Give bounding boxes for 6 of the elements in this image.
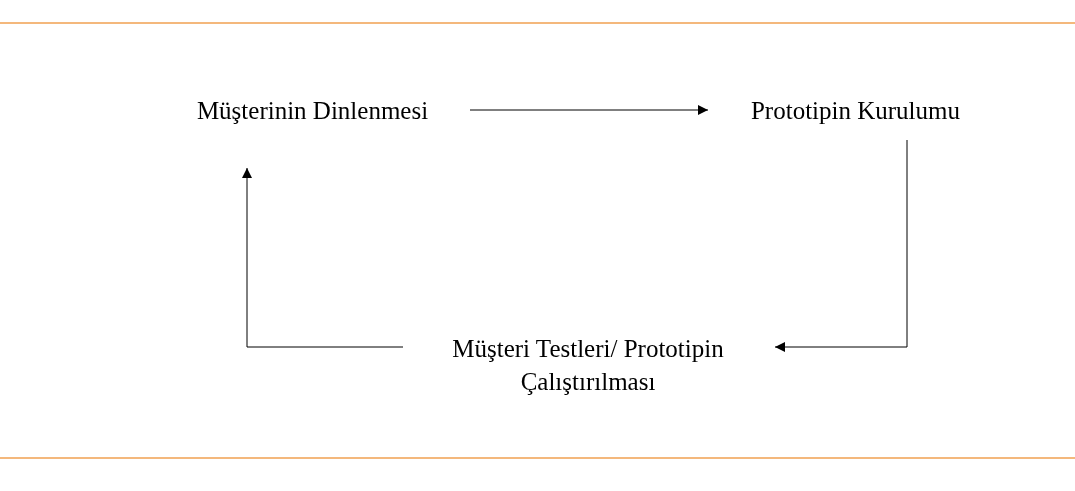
arrow <box>242 167 404 348</box>
step-text: Müşteri Testleri/ Prototipin Çalıştırılması <box>403 330 773 400</box>
arrow <box>469 105 709 115</box>
arrow <box>774 139 908 352</box>
step-text: Prototipin Kurulumu <box>703 92 1008 128</box>
step-text: Müşterinin Dinlenmesi <box>155 92 470 128</box>
